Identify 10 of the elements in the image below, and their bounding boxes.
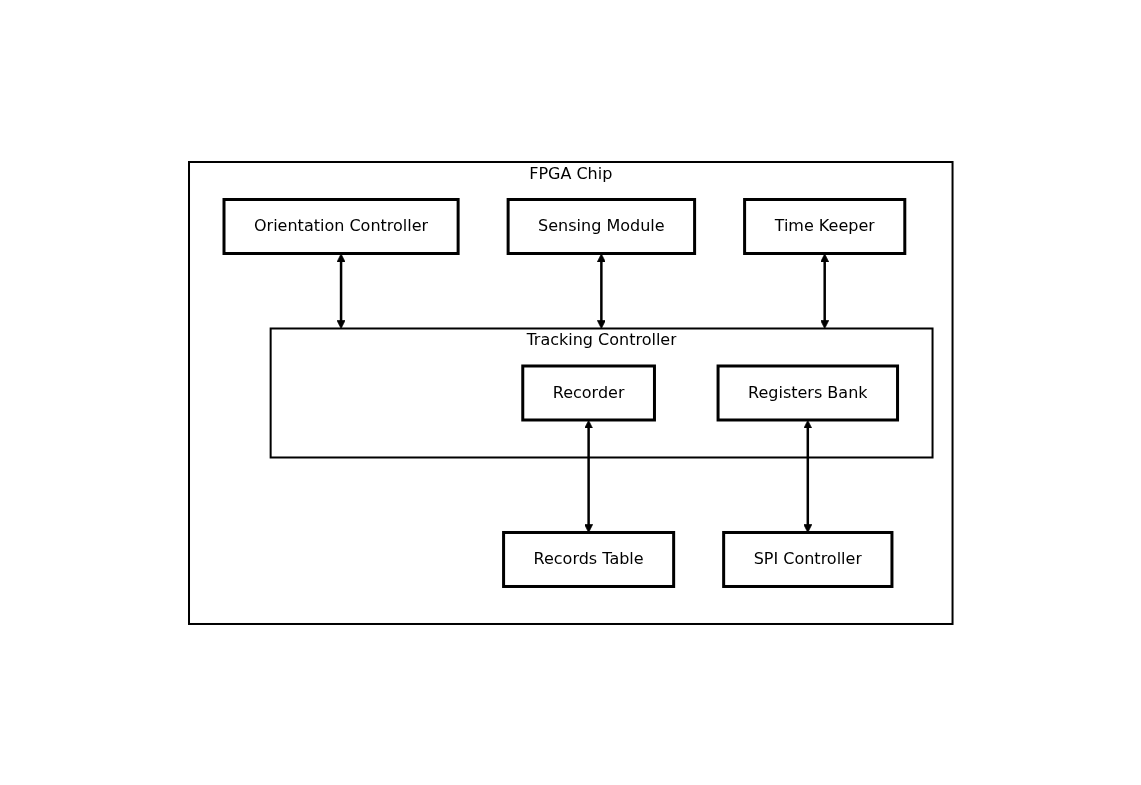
node-box: Time Keeper xyxy=(742,197,906,255)
node-box: Orientation Controller xyxy=(222,197,460,255)
arrow xyxy=(596,253,606,329)
arrow xyxy=(820,253,829,329)
node-box: Recorder xyxy=(521,364,656,421)
arrow xyxy=(336,253,346,329)
node-box: Sensing Module xyxy=(506,197,696,255)
node-box: Registers Bank xyxy=(716,364,899,421)
node-box: Records Table xyxy=(501,530,675,588)
node-box: SPI Controller xyxy=(721,530,894,588)
